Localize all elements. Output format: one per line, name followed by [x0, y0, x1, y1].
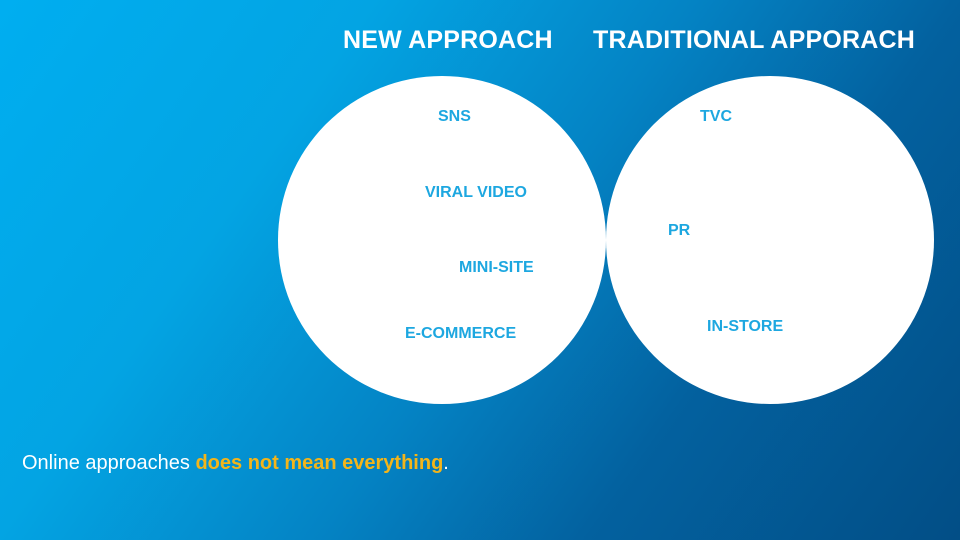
item-sns: SNS	[438, 108, 471, 125]
item-e-commerce: E-COMMERCE	[405, 325, 517, 342]
item-viral-video: VIRAL VIDEO	[425, 184, 527, 201]
heading-traditional-approach: TRADITIONAL APPORACH	[593, 26, 916, 54]
item-in-store: IN-STORE	[707, 318, 784, 335]
item-pr: PR	[668, 222, 691, 239]
venn-circle-traditional-approach	[606, 76, 934, 404]
caption-highlight: does not mean everything	[195, 452, 444, 474]
caption-prefix: Online approaches	[22, 452, 196, 474]
heading-new-approach: NEW APPROACH	[343, 26, 553, 54]
caption: Online approaches does not mean everythi…	[22, 452, 449, 475]
caption-suffix: .	[443, 452, 449, 474]
item-tvc: TVC	[700, 108, 732, 125]
venn-circle-new-approach	[278, 76, 606, 404]
item-mini-site: MINI-SITE	[459, 259, 534, 276]
